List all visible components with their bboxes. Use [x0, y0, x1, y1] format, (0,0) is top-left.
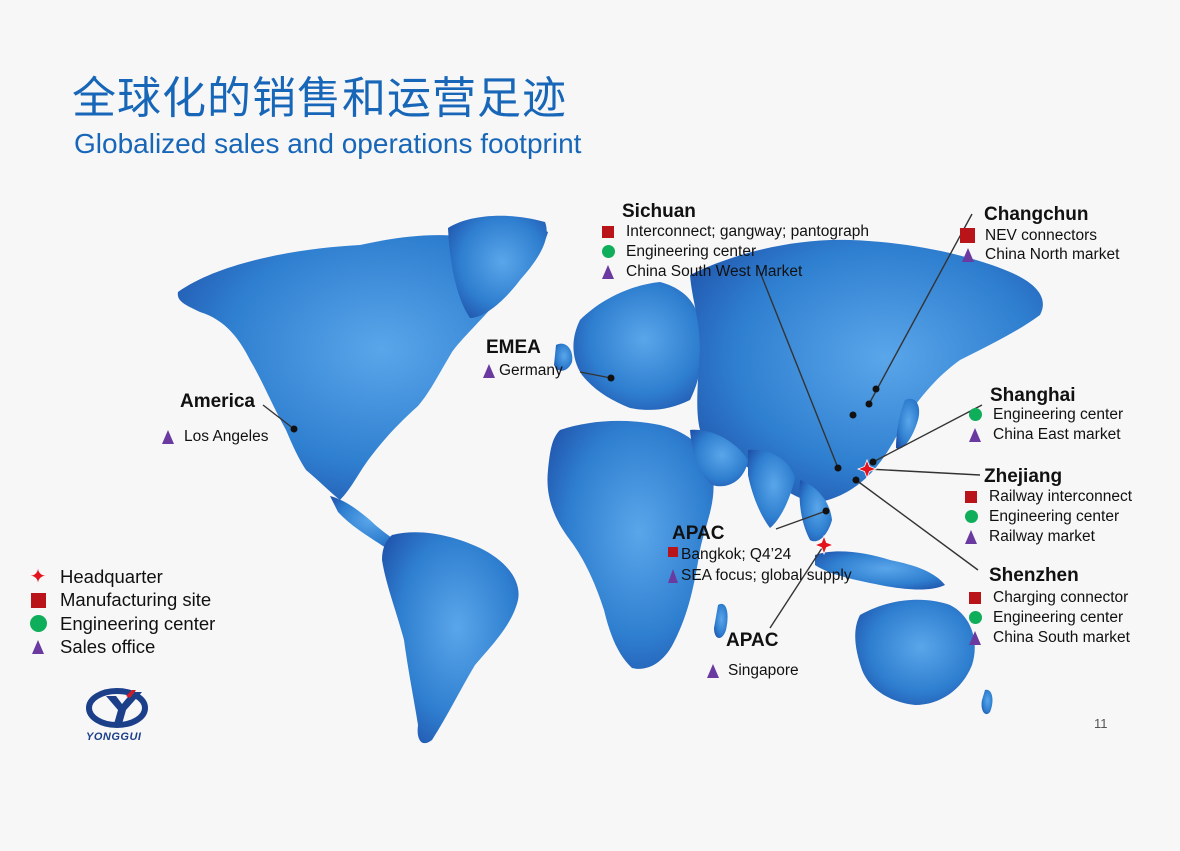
location-dot-shanghai — [869, 458, 877, 466]
yonggui-logo-icon — [86, 688, 148, 728]
location-dot-sichuan — [834, 464, 842, 472]
changchun-items: NEV connectors China North market — [960, 226, 1119, 264]
headquarter-star-singapore — [813, 534, 835, 556]
japan-shape — [896, 398, 920, 449]
connector-changchun — [868, 213, 973, 405]
legend: ✦ Headquarter Manufacturing site Enginee… — [28, 565, 215, 659]
page-title-en: Globalized sales and operations footprin… — [74, 128, 582, 159]
location-dot-beijing — [849, 411, 857, 419]
red-star-icon: ✦ — [29, 565, 47, 588]
region-zhejiang-title: Zhejiang — [984, 466, 1063, 487]
north-america-shape — [177, 226, 548, 500]
shanghai-items: Engineering center China East market — [969, 405, 1123, 444]
location-dot-bangkok — [822, 507, 830, 515]
location-dot-shenzhen — [852, 476, 860, 484]
connector-sichuan — [759, 271, 839, 469]
zhejiang-items: Railway interconnect Engineering center … — [965, 487, 1132, 546]
connector-america — [262, 404, 295, 430]
page-number: 11 — [1094, 716, 1108, 731]
sales-office-icon — [965, 529, 977, 544]
page-title-cn: 全球化的销售和运营足迹 — [72, 73, 567, 124]
asia-shape — [690, 239, 1043, 502]
location-dot-los-angeles — [290, 425, 298, 433]
headquarter-star-zhejiang — [856, 458, 878, 480]
arabia-shape — [690, 429, 748, 487]
sales-office-icon — [969, 630, 981, 645]
manufacturing-site-icon — [960, 228, 975, 243]
legend-item-sales: Sales office — [28, 636, 215, 660]
red-square-icon — [30, 592, 46, 608]
apac-singapore-item: Singapore — [707, 661, 799, 680]
indonesia-shape — [815, 551, 945, 590]
america-item: Los Angeles — [162, 427, 268, 446]
greenland-shape — [448, 215, 547, 318]
region-shenzhen-title: Shenzhen — [989, 565, 1079, 586]
south-america-shape — [382, 532, 519, 744]
legend-item-engineering: Engineering center — [28, 612, 215, 636]
manufacturing-site-icon — [969, 591, 981, 604]
legend-item-manufacturing: Manufacturing site — [28, 589, 215, 613]
connector-emea — [579, 371, 612, 379]
location-dot-north — [865, 400, 873, 408]
manufacturing-site-icon — [602, 225, 614, 238]
sichuan-items: Interconnect; gangway; pantograph Engine… — [602, 222, 869, 281]
connector-singapore — [769, 544, 825, 629]
location-dot-germany — [607, 374, 615, 382]
legend-item-headquarter: ✦ Headquarter — [29, 565, 163, 588]
engineering-center-icon — [602, 245, 615, 258]
connector-bangkok — [775, 510, 827, 530]
purple-triangle-icon — [32, 640, 44, 655]
uk-shape — [554, 343, 573, 371]
sales-office-icon — [969, 427, 981, 442]
sales-office-icon — [602, 264, 614, 279]
manufacturing-site-icon — [965, 490, 977, 503]
region-shanghai-title: Shanghai — [990, 385, 1076, 406]
engineering-center-icon — [965, 510, 978, 523]
region-america-title: America — [180, 391, 255, 412]
emea-item: Germany — [483, 361, 563, 380]
australia-shape — [855, 599, 975, 705]
location-dot-changchun — [872, 385, 880, 393]
logo-text: YONGGUI — [86, 731, 142, 743]
engineering-center-icon — [969, 611, 982, 624]
connector-zhejiang — [867, 468, 981, 476]
region-apac-bangkok-title: APAC — [672, 523, 725, 544]
region-apac-singapore-title: APAC — [726, 630, 779, 651]
sales-office-icon — [162, 429, 174, 444]
europe-shape — [573, 282, 702, 410]
se-asia-shape — [799, 480, 832, 542]
green-circle-icon — [29, 615, 47, 633]
region-sichuan-title: Sichuan — [622, 201, 696, 222]
engineering-center-icon — [969, 408, 982, 421]
sales-office-icon — [668, 568, 678, 583]
region-changchun-title: Changchun — [984, 204, 1089, 225]
sales-office-icon — [962, 247, 974, 262]
sales-office-icon — [483, 363, 495, 378]
africa-shape — [547, 420, 714, 669]
madagascar-shape — [714, 603, 728, 639]
manufacturing-site-icon — [668, 546, 678, 557]
connector-shenzhen — [855, 479, 979, 571]
shenzhen-items: Charging connector Engineering center Ch… — [969, 588, 1130, 647]
apac-bangkok-items: Bangkok; Q4’24 SEA focus; global supply — [668, 545, 852, 585]
new-zealand-shape — [981, 689, 993, 715]
connector-shanghai — [872, 404, 983, 463]
central-america-shape — [330, 496, 402, 550]
india-shape — [748, 449, 795, 528]
region-emea-title: EMEA — [486, 337, 541, 358]
sales-office-icon — [707, 663, 719, 678]
